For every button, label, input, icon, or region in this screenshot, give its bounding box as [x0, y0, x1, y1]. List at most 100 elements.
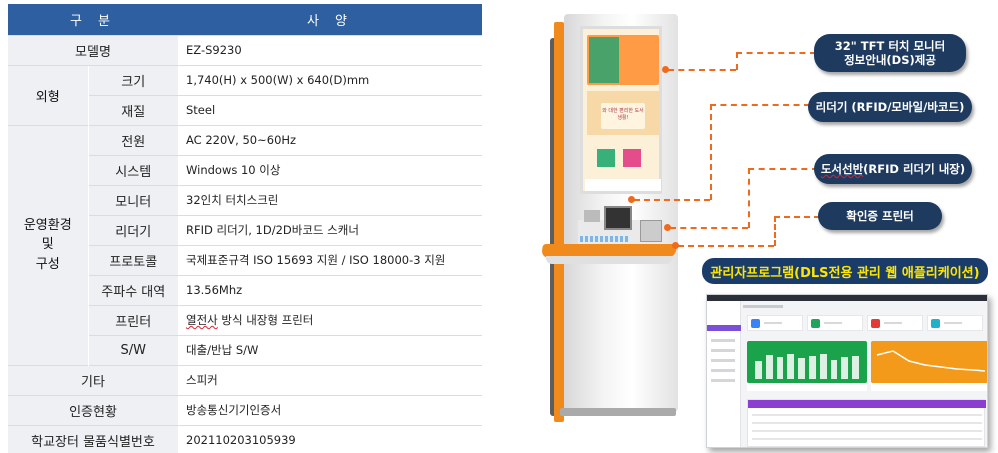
table-row: 리더기 RFID 리더기, 1D/2D바코드 스캐너: [8, 214, 482, 245]
row-group: 외형: [8, 64, 88, 125]
row-label: 전원: [87, 124, 178, 155]
line-chart-svg: [876, 350, 986, 372]
admin-chart-footer: [747, 383, 867, 391]
kiosk-shelf-underside: [546, 256, 672, 264]
leader-line: [736, 52, 738, 70]
leader-line: [774, 216, 776, 246]
leader-dot: [628, 196, 635, 203]
table-row: 모니터 32인치 터치스크린: [8, 184, 482, 215]
row-group: 운영환경 및 구성: [8, 124, 88, 365]
leader-line: [748, 168, 818, 170]
callout-monitor: 32" TFT 터치 모니터 정보안내(DS)제공: [814, 34, 966, 72]
admin-stat-card: [867, 315, 923, 331]
row-category: 인증현황: [8, 394, 178, 425]
row-value: RFID 리더기, 1D/2D바코드 스캐너: [178, 214, 482, 245]
row-label: 프린터: [87, 304, 178, 335]
stat-icon: [871, 319, 880, 328]
row-value: EZ-S9230: [178, 34, 482, 65]
leader-line: [678, 245, 774, 247]
admin-chart-footer: [871, 383, 987, 391]
kiosk-orange-strip: [554, 22, 564, 422]
leader-line: [710, 104, 810, 106]
row-label: 시스템: [87, 154, 178, 185]
row-label: 리더기: [87, 214, 178, 245]
admin-sidebar-active-item: [707, 325, 741, 331]
row-value: Steel: [178, 94, 482, 125]
admin-sidebar-item: [711, 369, 735, 372]
header-spec: 사 양: [178, 4, 482, 35]
table-row: 재질 Steel: [8, 94, 482, 125]
row-value: 열전사 방식 내장형 프린터: [178, 304, 482, 335]
admin-screenshot: [706, 294, 988, 448]
row-label: 모니터: [87, 184, 178, 215]
admin-sidebar-item: [711, 379, 735, 382]
printer-type: 열전사: [186, 313, 218, 327]
table-row: S/W 대출/반납 S/W: [8, 334, 482, 365]
table-row: 외형 크기 1,740(H) x 500(W) x 640(D)mm: [8, 64, 482, 125]
admin-sidebar-item: [711, 339, 735, 342]
leader-line: [634, 199, 710, 201]
leader-line: [668, 69, 736, 71]
leader-line: [774, 216, 820, 218]
leader-line: [710, 104, 712, 200]
leader-dot: [662, 66, 669, 73]
row-label: 프로토콜: [87, 244, 178, 275]
kiosk-printer: [640, 220, 662, 242]
admin-sidebar: [707, 301, 741, 447]
admin-sidebar-item: [711, 359, 735, 362]
admin-table-header: [748, 400, 986, 408]
kiosk-barcode-scanner: [604, 206, 632, 230]
row-value: 스피커: [178, 364, 482, 395]
row-value: 국제표준규격 ISO 15693 지원 / ISO 18000-3 지원: [178, 244, 482, 275]
row-category: 모델명: [8, 34, 178, 65]
callout-printer: 확인증 프린터: [818, 202, 942, 230]
admin-line-chart: [871, 341, 987, 383]
row-category: 기타: [8, 364, 178, 395]
kiosk-base: [560, 408, 676, 416]
admin-stat-card: [927, 315, 983, 331]
table-row: 프로토콜 국제표준규격 ISO 15693 지원 / ISO 18000-3 지…: [8, 244, 482, 275]
table-row: 기타 스피커: [8, 364, 482, 395]
row-label: 크기: [87, 64, 178, 95]
row-value: 13.56Mhz: [178, 274, 482, 305]
row-value: 방송통신기기인증서: [178, 394, 482, 425]
row-value: AC 220V, 50~60Hz: [178, 124, 482, 155]
stat-icon: [751, 319, 760, 328]
table-row: [752, 422, 982, 424]
shelf-label-suffix: (RFID 리더기 내장): [863, 161, 966, 176]
leader-line: [748, 168, 750, 228]
leader-line: [670, 227, 748, 229]
table-row: 주파수 대역 13.56Mhz: [8, 274, 482, 305]
printer-desc: 방식 내장형 프린터: [217, 313, 314, 327]
header-category: 구 분: [8, 4, 178, 35]
table-row: 인증현황 방송통신기기인증서: [8, 394, 482, 425]
leader-line: [736, 52, 816, 54]
row-value: 대출/반납 S/W: [178, 334, 482, 365]
table-row: 시스템 Windows 10 이상: [8, 154, 482, 185]
screen-footer: [585, 179, 661, 191]
screen-tile-green: [597, 149, 615, 167]
callout-shelf: 도서선반(RFID 리더기 내장): [814, 154, 972, 184]
admin-data-table: [747, 399, 986, 447]
table-row: [752, 438, 982, 440]
kiosk-screen: 와 대한 편리한 도서 생활!: [580, 26, 662, 194]
table-row: [752, 414, 982, 416]
callout-reader: 리더기 (RFID/모바일/바코드): [808, 92, 972, 122]
leader-dot: [664, 224, 671, 231]
row-value: Windows 10 이상: [178, 154, 482, 185]
spec-table-header: 구 분 사 양: [8, 4, 482, 35]
admin-bar-chart: [747, 341, 867, 383]
admin-stat-card: [807, 315, 863, 331]
row-category: 학교장터 물품식별번호: [8, 424, 178, 453]
kiosk-led-strip: [580, 236, 630, 242]
row-value: 32인치 터치스크린: [178, 184, 482, 215]
table-row: 운영환경 및 구성 전원 AC 220V, 50~60Hz: [8, 124, 482, 365]
table-row: 프린터 열전사 방식 내장형 프린터: [8, 304, 482, 335]
screen-headline: 와 대한 편리한 도서 생활!: [601, 103, 645, 129]
table-row: [752, 430, 982, 432]
screen-tile-pink: [623, 149, 641, 167]
admin-topbar: [707, 295, 987, 301]
table-row: 모델명 EZ-S9230: [8, 34, 482, 65]
table-row: 학교장터 물품식별번호 202110203105939: [8, 424, 482, 453]
row-label: 재질: [87, 94, 178, 125]
